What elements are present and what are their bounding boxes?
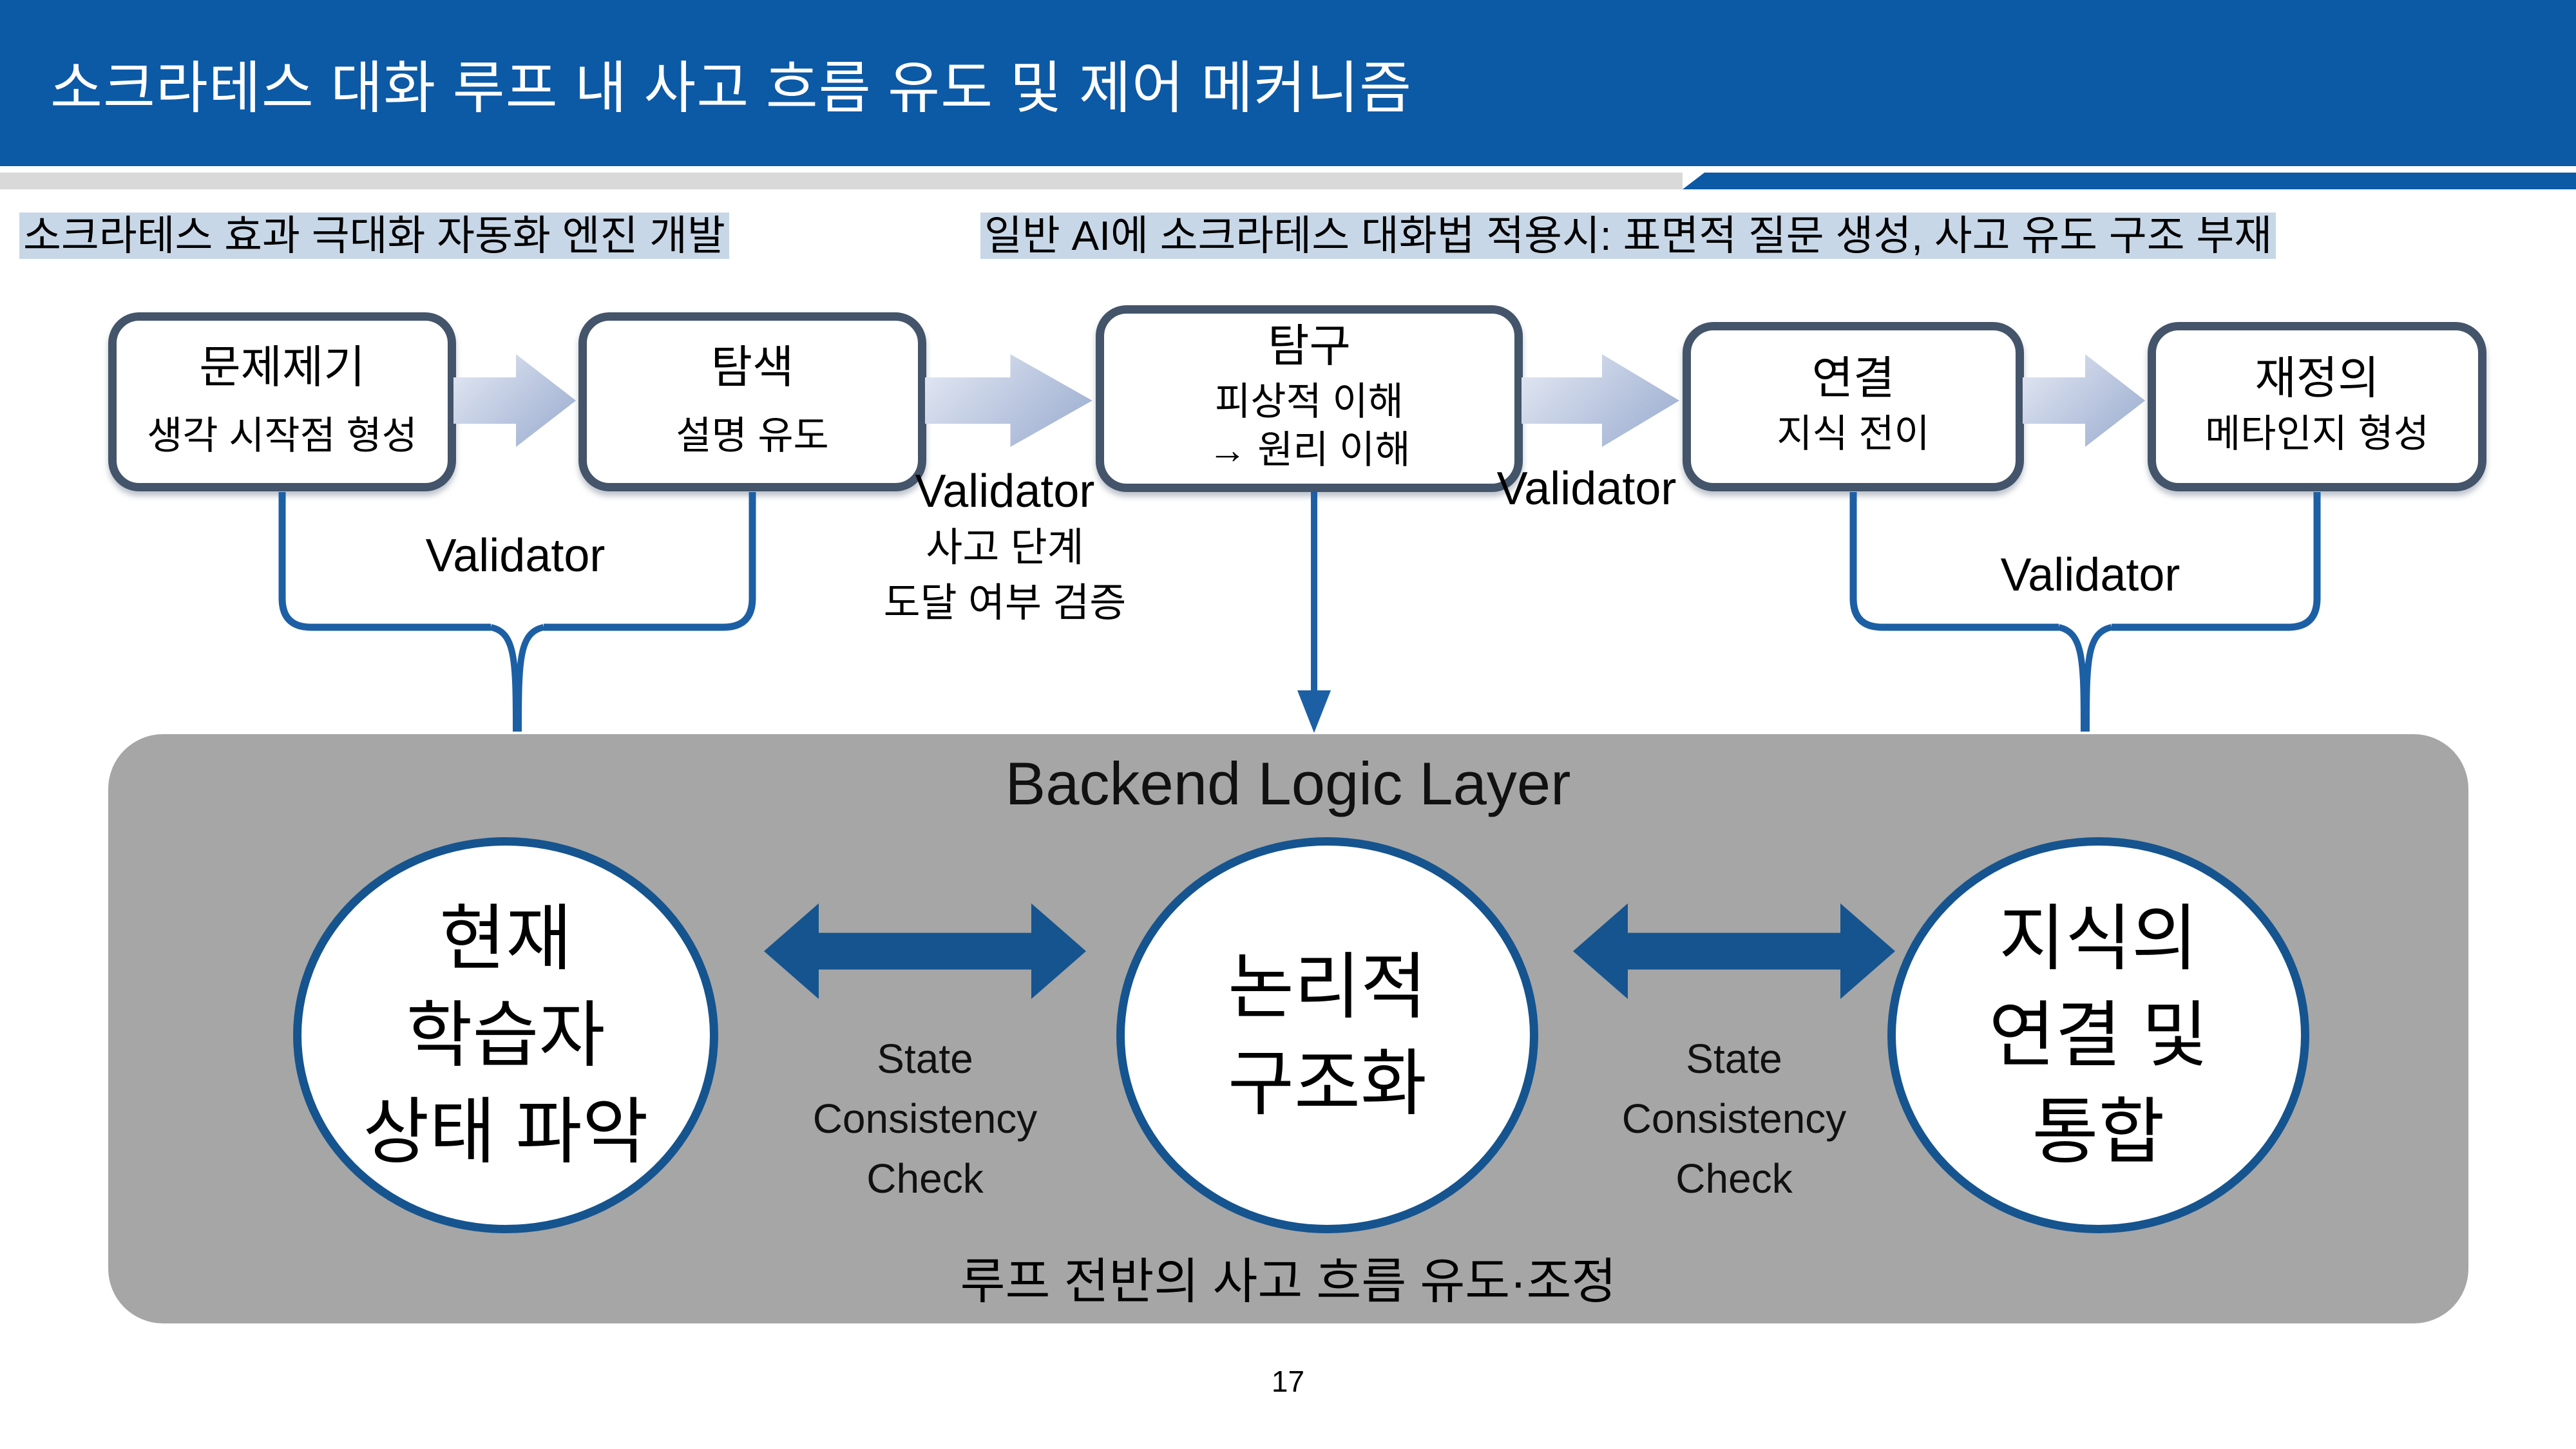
- circle-2-line2: 구조화: [1227, 1043, 1427, 1124]
- note-right: 일반 AI에 소크라테스 대화법 적용시: 표면적 질문 생성, 사고 유도 구…: [980, 204, 2566, 269]
- circle-1-line3: 상태 파악: [363, 1091, 649, 1172]
- flow-arrow-1-icon: [453, 354, 577, 447]
- brace-left-stem-b: [515, 624, 545, 732]
- flow-step-3-title: 탐구: [1268, 321, 1351, 371]
- state-check-left: State Consistency Check: [764, 1029, 1086, 1209]
- validator-label-2: Validator: [915, 466, 1095, 517]
- brace-left-stem-a: [490, 624, 519, 732]
- circle-1-line1: 현재: [439, 898, 573, 979]
- flow-step-3: 탐구 피상적 이해 → 원리 이해: [1096, 305, 1523, 492]
- flow-step-4-subtitle: 지식 전이: [1777, 412, 1930, 455]
- title-bar: 소크라테스 대화 루프 내 사고 흐름 유도 및 제어 메커니즘: [0, 0, 2576, 166]
- down-arrow-head-icon: [1297, 690, 1331, 733]
- flow-step-5: 재정의 메타인지 형성: [2148, 322, 2486, 491]
- brace-right-stem-a: [2057, 624, 2087, 732]
- note-left-text: 소크라테스 효과 극대화 자동화 엔진 개발: [19, 213, 729, 259]
- backend-panel-caption: 루프 전반의 사고 흐름 유도·조정: [960, 1255, 1617, 1309]
- state-right-line3: Check: [1675, 1155, 1793, 1202]
- state-left-line3: Check: [866, 1155, 984, 1202]
- state-right-line2: Consistency: [1621, 1095, 1847, 1142]
- state-left-line2: Consistency: [812, 1095, 1038, 1142]
- note-right-text: 일반 AI에 소크라테스 대화법 적용시: 표면적 질문 생성, 사고 유도 구…: [980, 213, 2276, 259]
- flow-step-3-subtitle: 피상적 이해: [1215, 380, 1404, 423]
- flow-step-3-subtitle2: → 원리 이해: [1208, 428, 1411, 471]
- page-title: 소크라테스 대화 루프 내 사고 흐름 유도 및 제어 메커니즘: [50, 55, 1413, 120]
- flow-arrow-4-icon: [2023, 354, 2146, 447]
- flow-step-4: 연결 지식 전이: [1683, 322, 2024, 491]
- flow-step-1-subtitle: 생각 시작점 형성: [147, 413, 417, 457]
- circle-3-line3: 통합: [2032, 1091, 2165, 1172]
- flow-step-2: 탐색 설명 유도: [578, 312, 926, 491]
- header-gray-stripe: [0, 173, 1683, 189]
- flow-step-5-title: 재정의: [2255, 353, 2380, 403]
- validator-2-line2: 도달 여부 검증: [883, 581, 1127, 625]
- note-left: 소크라테스 효과 극대화 자동화 엔진 개발: [19, 204, 960, 269]
- flow-arrow-3-icon: [1522, 354, 1679, 447]
- circle-3-line2: 연결 및: [1989, 994, 2208, 1075]
- validator-label-3: Validator: [1496, 463, 1677, 515]
- backend-circle-knowledge-integration: 지식의 연결 및 통합: [1887, 837, 2309, 1233]
- circle-2-line1: 논리적: [1227, 946, 1427, 1027]
- header-accent-stripe: [1683, 173, 2576, 189]
- flow-arrow-2-icon: [925, 354, 1092, 447]
- flow-step-1-title: 문제제기: [199, 341, 365, 392]
- circle-1-line2: 학습자: [406, 994, 606, 1075]
- brace-right-stem-b: [2083, 624, 2113, 732]
- validator-block-2: Validator 사고 단계 도달 여부 검증: [831, 462, 1179, 631]
- flow-step-5-subtitle: 메타인지 형성: [2205, 412, 2429, 455]
- circle-3-line1: 지식의: [1998, 898, 2199, 979]
- page-number: 17: [1271, 1365, 1305, 1398]
- backend-panel-title: Backend Logic Layer: [1005, 750, 1571, 817]
- validator-label-1: Validator: [425, 530, 606, 582]
- state-left-line1: State: [877, 1036, 973, 1082]
- validator-label-4: Validator: [2000, 549, 2180, 601]
- state-right-line1: State: [1686, 1036, 1782, 1082]
- state-check-right: State Consistency Check: [1573, 1029, 1895, 1209]
- flow-step-2-subtitle: 설명 유도: [676, 413, 829, 457]
- validator-2-line1: 사고 단계: [926, 526, 1084, 570]
- backend-circle-logical-structuring: 논리적 구조화: [1116, 837, 1538, 1233]
- flow-step-1: 문제제기 생각 시작점 형성: [108, 312, 456, 491]
- backend-circle-learner-state: 현재 학습자 상태 파악: [293, 837, 718, 1233]
- flow-step-4-title: 연결: [1811, 353, 1895, 403]
- flow-step-2-title: 탐색: [711, 341, 794, 392]
